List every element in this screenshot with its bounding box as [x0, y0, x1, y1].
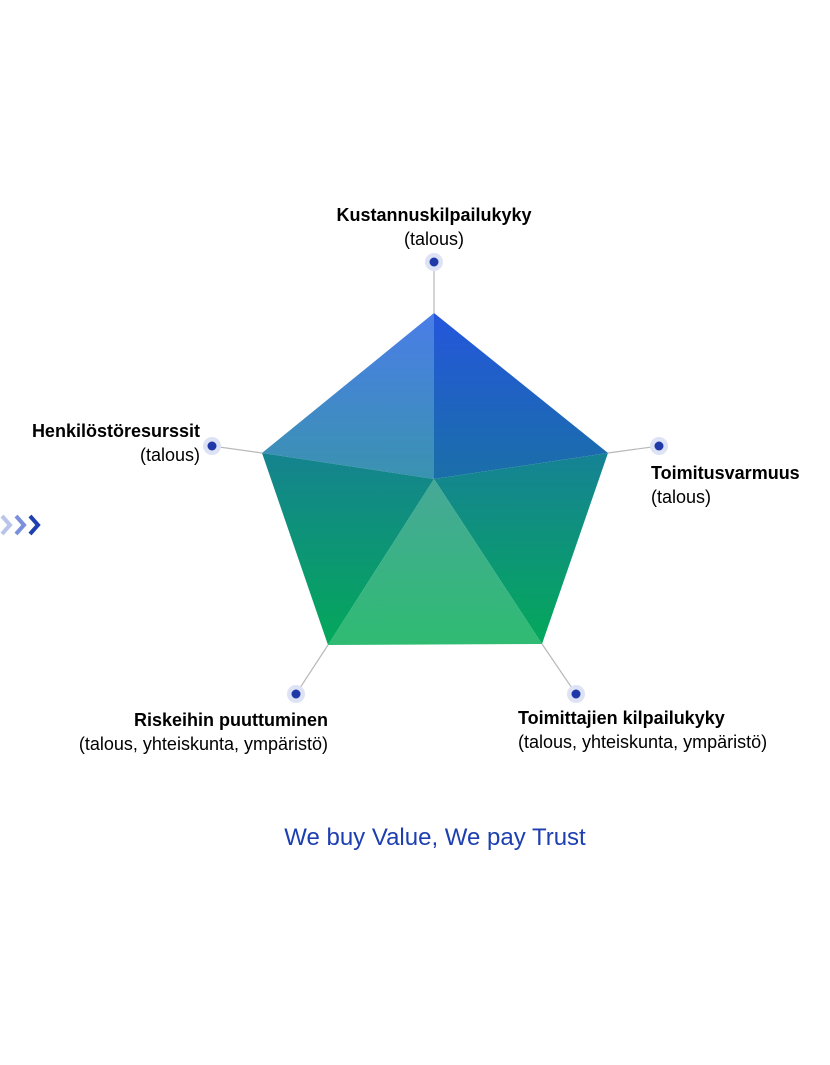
dot-bottom-right — [567, 685, 585, 703]
connector-bottom-left — [295, 644, 329, 695]
connector-bottom-right — [541, 643, 577, 695]
label-right: Toimitusvarmuus (talous) — [651, 461, 826, 509]
axis-title: Toimitusvarmuus — [651, 463, 800, 483]
dot-right — [650, 437, 668, 455]
dot-top — [425, 253, 443, 271]
segment-top-left — [262, 313, 434, 479]
axis-title: Kustannuskilpailukyky — [336, 205, 532, 225]
dot-left — [203, 437, 221, 455]
label-top: Kustannuskilpailukyky (talous) — [304, 203, 564, 251]
segment-right — [434, 453, 608, 644]
axis-title: Riskeihin puuttuminen — [133, 710, 328, 730]
segment-left — [262, 453, 434, 645]
label-bottom-right: Toimittajien kilpailukyky (talous, yhtei… — [518, 706, 818, 754]
label-bottom-left: Riskeihin puuttuminen (talous, yhteiskun… — [20, 708, 328, 756]
axis-subtitle: (talous) — [403, 229, 465, 249]
vertex-dots — [203, 253, 668, 703]
tagline: We buy Value, We pay Trust — [284, 824, 586, 851]
axis-subtitle: (talous, yhteiskunta, ympäristö) — [78, 734, 328, 754]
axis-title: Henkilöstöresurssit — [31, 421, 200, 441]
segment-bottom — [328, 479, 542, 645]
axis-subtitle: (talous) — [139, 445, 200, 465]
segment-top-right — [434, 313, 608, 479]
label-left: Henkilöstöresurssit (talous) — [0, 419, 200, 467]
pentagon — [262, 313, 608, 645]
axis-subtitle: (talous) — [651, 487, 712, 507]
axis-subtitle: (talous, yhteiskunta, ympäristö) — [518, 732, 768, 752]
dot-bottom-left — [287, 685, 305, 703]
triple-chevron-right-icon — [0, 514, 41, 536]
axis-title: Toimittajien kilpailukyky — [518, 708, 725, 728]
